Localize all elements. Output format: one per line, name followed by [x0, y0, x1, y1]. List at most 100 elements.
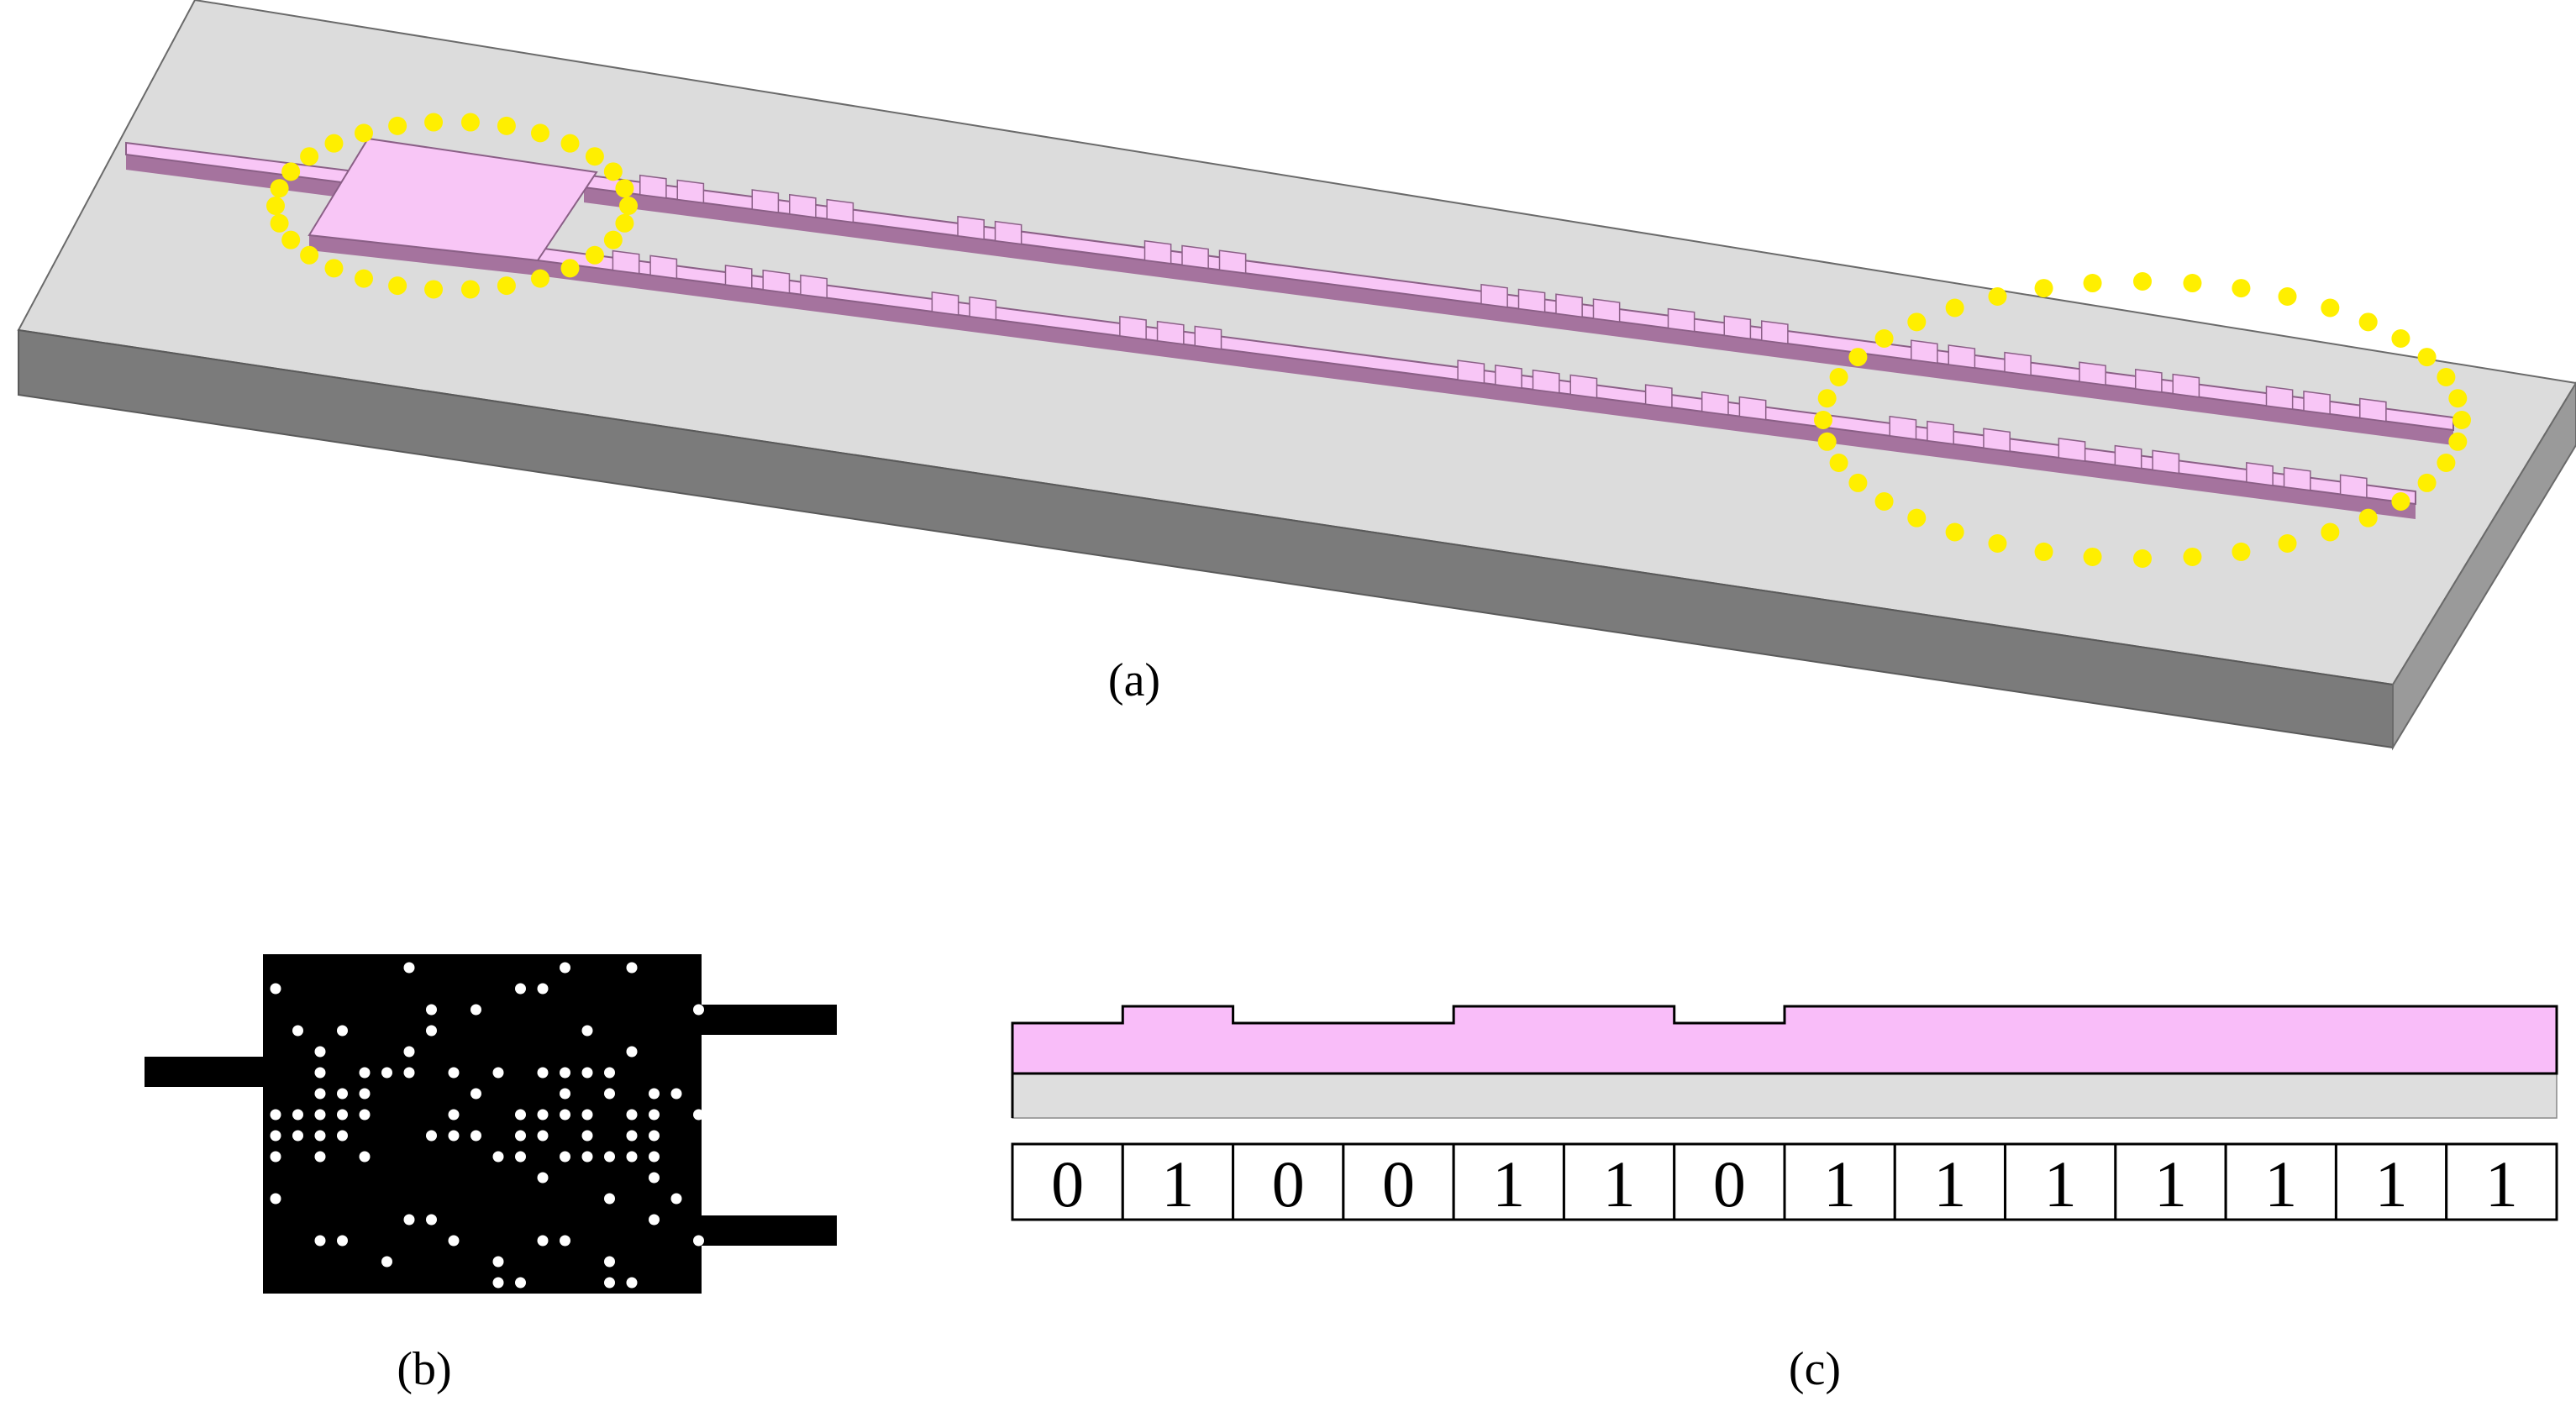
design-region — [263, 954, 702, 1294]
etched-hole — [626, 1109, 638, 1121]
output-port-lower — [689, 1215, 837, 1246]
etched-hole — [314, 1151, 326, 1163]
etched-hole — [537, 983, 549, 995]
caption-c: (c) — [1789, 1343, 1841, 1395]
highlight-dot — [1945, 522, 1964, 542]
etched-hole — [403, 1214, 415, 1226]
output-port-upper — [689, 1005, 837, 1035]
waveguide-pixel — [2303, 391, 2331, 415]
highlight-dot — [1848, 348, 1868, 367]
waveguide-pixel — [2114, 444, 2142, 470]
bit-cell — [2445, 1142, 2558, 1221]
upper-waveguide-side — [584, 187, 2453, 445]
waveguide-pixel — [1738, 396, 1767, 421]
etched-hole — [381, 1067, 392, 1079]
highlight-dot — [2034, 279, 2053, 298]
highlight-dot — [2437, 453, 2456, 472]
waveguide-pixel — [1495, 365, 1522, 389]
waveguide-pixel — [1983, 428, 2011, 453]
etched-hole — [314, 1130, 326, 1142]
highlight-dot — [281, 230, 301, 249]
highlight-dot — [2391, 491, 2410, 511]
etched-hole — [626, 1130, 638, 1142]
waveguide-pixel — [1667, 307, 1695, 333]
bit-value: 1 — [1933, 1147, 1966, 1220]
etched-hole — [515, 1109, 526, 1121]
etched-hole — [337, 1130, 348, 1142]
waveguide-pixel — [2283, 466, 2311, 491]
splitter-pad — [308, 137, 598, 276]
highlight-dot — [585, 147, 604, 166]
highlight-dot — [2358, 312, 2378, 332]
highlight-dot — [603, 230, 623, 249]
highlight-dot — [1907, 312, 1927, 332]
etched-hole — [581, 1067, 593, 1079]
etched-hole — [649, 1151, 660, 1163]
bit-value: 0 — [1051, 1147, 1084, 1220]
etched-hole — [649, 1088, 660, 1100]
etched-hole — [604, 1277, 615, 1289]
highlight-dot — [2278, 534, 2297, 554]
etched-hole — [604, 1256, 615, 1268]
highlight-dot — [531, 269, 549, 288]
splitter-pad-side — [309, 235, 538, 276]
etched-hole — [560, 1235, 570, 1247]
waveguide-pixel — [1911, 339, 1938, 365]
bit-cell — [1452, 1142, 1565, 1221]
highlight-dot — [560, 259, 580, 278]
highlight-dot — [2321, 522, 2340, 542]
bit-value: 1 — [1492, 1147, 1525, 1220]
bit-value: 1 — [2485, 1147, 2518, 1220]
etched-hole — [292, 1109, 303, 1121]
highlight-dot — [2321, 298, 2340, 318]
highlight-dot — [2437, 368, 2456, 387]
highlight-dot — [281, 162, 301, 181]
highlight-dot — [2232, 542, 2251, 561]
waveguide-pixel — [2004, 351, 2032, 376]
etched-hole — [403, 962, 415, 974]
highlight-dot — [1988, 286, 2007, 306]
highlight-dot — [2183, 274, 2202, 293]
etched-hole — [448, 1235, 460, 1247]
bit-cell — [2224, 1142, 2337, 1221]
highlight-regions — [266, 113, 2471, 568]
waveguide-pixel — [969, 296, 997, 321]
etched-hole — [292, 1025, 303, 1037]
etched-hole — [515, 1151, 526, 1163]
waveguide-pixel — [1644, 384, 1673, 409]
etched-hole — [359, 1067, 371, 1079]
highlight-dot — [619, 197, 638, 215]
highlight-dot — [615, 179, 634, 198]
waveguide-pixel — [1723, 315, 1752, 340]
etched-hole — [337, 1088, 348, 1100]
etched-hole — [604, 1088, 615, 1100]
highlight-dot — [1817, 432, 1837, 451]
caption-b: (b) — [397, 1343, 451, 1395]
bit-cell — [2334, 1142, 2448, 1221]
highlight-dot — [1814, 411, 1832, 429]
bit-cell — [1673, 1142, 1786, 1221]
etched-hole — [649, 1172, 660, 1184]
waveguide-pixel — [751, 189, 780, 213]
waveguide-pixel — [762, 269, 791, 294]
etched-hole — [471, 1130, 481, 1142]
waveguide-pixel — [1156, 320, 1185, 345]
highlight-dot — [324, 259, 344, 278]
waveguide-pixel — [2246, 462, 2274, 486]
panel-b-mask-top-view — [145, 954, 837, 1294]
waveguide-pixel — [2135, 369, 2163, 393]
highlight-dot — [1848, 473, 1868, 492]
etched-hole — [537, 1130, 549, 1142]
etched-hole — [626, 1151, 638, 1163]
etched-hole — [314, 1235, 326, 1247]
highlight-dot — [2183, 547, 2202, 566]
highlight-dot — [585, 245, 604, 265]
etched-hole — [314, 1067, 326, 1079]
highlight-dot — [424, 113, 444, 132]
etched-hole — [604, 1067, 615, 1079]
etched-hole — [270, 983, 281, 995]
waveguide-pixel — [789, 193, 817, 218]
highlight-dot — [560, 134, 580, 153]
waveguide-pixel — [612, 249, 640, 275]
